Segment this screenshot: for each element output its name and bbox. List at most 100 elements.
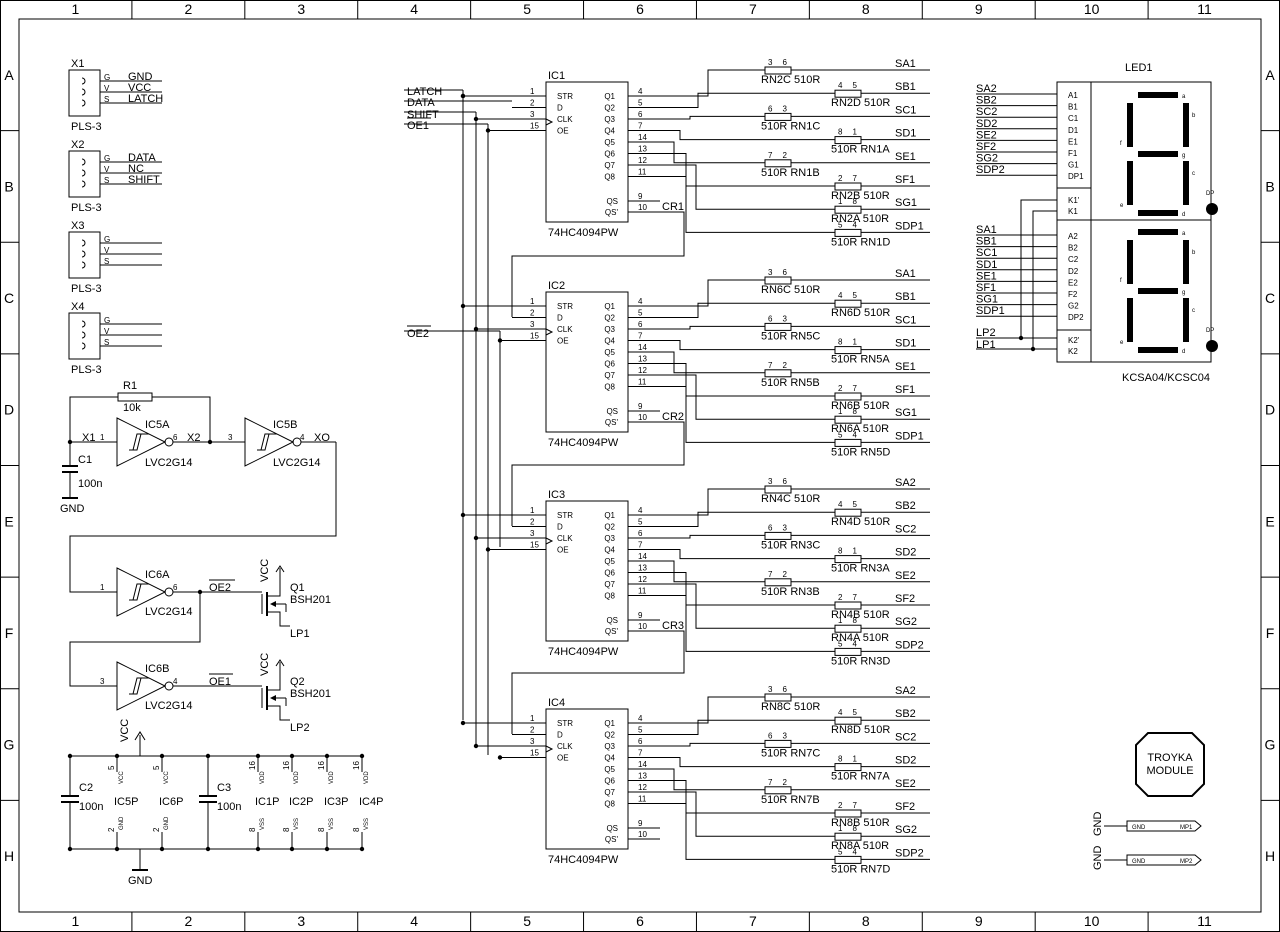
connector-pin-name: V	[104, 165, 110, 174]
resistor-ref: 510R RN5C	[761, 330, 820, 342]
output-net-label: SE2	[895, 778, 916, 790]
pin-number: 6	[173, 433, 178, 442]
ic-pin-number: 1	[530, 714, 535, 723]
res-pin-number: 8	[853, 197, 858, 206]
column-label-bottom: 11	[1197, 913, 1212, 929]
output-net-label: SC2	[895, 731, 916, 743]
res-pin-number: 7	[768, 570, 773, 579]
row-label-left: F	[5, 625, 14, 641]
net-label-oe1: OE1	[209, 676, 231, 688]
row-label-right: D	[1265, 402, 1275, 418]
connector-pin-name: S	[104, 257, 109, 266]
r1-ref: R1	[123, 380, 137, 392]
led-net-label: SG2	[976, 153, 998, 165]
wire	[660, 325, 765, 330]
resistor-network-element	[834, 508, 862, 517]
led-lp-label: LP2	[976, 327, 996, 339]
wire	[660, 768, 765, 791]
column-label-top: 8	[862, 1, 870, 17]
ic-pin-number: 15	[530, 332, 539, 341]
mosfet-ref: Q2	[290, 676, 305, 688]
ic-pin-number: 10	[638, 203, 647, 212]
pin-number: 4	[173, 677, 178, 686]
ic-pin-name: Q4	[604, 337, 615, 346]
row-label-left: B	[4, 178, 13, 194]
led-net-label: SG1	[976, 294, 998, 306]
resistor-ref: RN2C 510R	[761, 74, 820, 86]
ic-pin-number: 15	[530, 122, 539, 131]
res-pin-number: 1	[838, 407, 843, 416]
res-pin-number: 7	[853, 174, 858, 183]
res-pin-number: 4	[838, 291, 843, 300]
resistor-network-element	[764, 66, 792, 75]
column-label-bottom: 8	[862, 913, 870, 929]
ic5a-ref: IC5A	[145, 419, 170, 431]
segment-dp-label: DP	[1206, 328, 1214, 334]
ic-pin-number: 10	[638, 830, 647, 839]
ic6a-part: LVC2G14	[145, 606, 193, 618]
connector-pin-name: V	[104, 246, 110, 255]
r1-value: 10k	[123, 402, 141, 414]
connector-pin-contact	[81, 158, 86, 166]
output-net-label: SA1	[895, 268, 916, 280]
power-pin-number: 2	[152, 827, 161, 832]
power-pin-net: GND	[119, 816, 125, 830]
output-net-label: SA2	[895, 685, 916, 697]
junction-dot	[67, 753, 73, 759]
cascade-net-label: CR3	[662, 620, 684, 632]
led-pin-name: DP1	[1068, 172, 1084, 181]
connector-pin-name: S	[104, 95, 109, 104]
row-label-left: H	[4, 848, 14, 864]
vcc-label: VCC	[259, 653, 271, 676]
junction-dot	[359, 846, 365, 852]
ic-pin-number: 4	[638, 297, 643, 306]
connector-pin-name: S	[104, 176, 109, 185]
led-pin-name: B2	[1068, 244, 1078, 253]
segment-dp	[1206, 203, 1218, 215]
junction-dot	[114, 846, 120, 852]
output-net-label: SD1	[895, 338, 916, 350]
res-pin-number: 3	[768, 477, 773, 486]
ic-pin-name: Q2	[604, 523, 615, 532]
row-label-left: E	[4, 513, 13, 529]
junction-dot	[205, 846, 211, 852]
mosfet-source	[267, 705, 290, 721]
res-pin-number: 1	[838, 197, 843, 206]
res-pin-number: 8	[838, 338, 843, 347]
resistor-ref: RN2D 510R	[831, 97, 890, 109]
ic5b-ref: IC5B	[273, 419, 297, 431]
schmitt-symbol	[260, 433, 273, 451]
ic-pin-name: OE	[557, 754, 569, 763]
clock-marker	[545, 328, 554, 336]
led-pin-name: E2	[1068, 278, 1078, 287]
res-pin-number: 6	[768, 104, 773, 113]
output-net-label: SF1	[895, 174, 915, 186]
wire	[152, 396, 211, 442]
wire	[976, 199, 1057, 339]
power-pin-net: VSS	[260, 818, 266, 830]
resistor-ref: RN8B 510R	[831, 817, 890, 829]
led-net-label: SC1	[976, 247, 997, 259]
row-label-left: A	[4, 67, 14, 83]
connector-pin-contact	[81, 180, 86, 188]
output-net-label: SD2	[895, 755, 916, 767]
pin-number: 1	[100, 433, 105, 442]
ic6b-ref: IC6B	[145, 663, 169, 675]
connector-pin-contact	[81, 320, 86, 328]
ic6a-gate	[116, 567, 167, 617]
ic-pin-number: 12	[638, 156, 647, 165]
row-label-right: A	[1265, 67, 1275, 83]
res-pin-number: 1	[853, 547, 858, 556]
resistor-ref: RN4B 510R	[831, 609, 890, 621]
ic-pin-number: 15	[530, 541, 539, 550]
net-label-latch: LATCH	[407, 86, 442, 98]
ic-pin-number: 9	[638, 402, 643, 411]
cap-value: 100n	[217, 801, 241, 813]
output-net-label: SG1	[895, 407, 917, 419]
led-net-label: SB2	[976, 95, 997, 107]
schmitt-symbol	[257, 433, 277, 451]
junction-dot	[207, 439, 213, 445]
wire	[660, 742, 765, 747]
schmitt-symbol	[132, 433, 145, 451]
